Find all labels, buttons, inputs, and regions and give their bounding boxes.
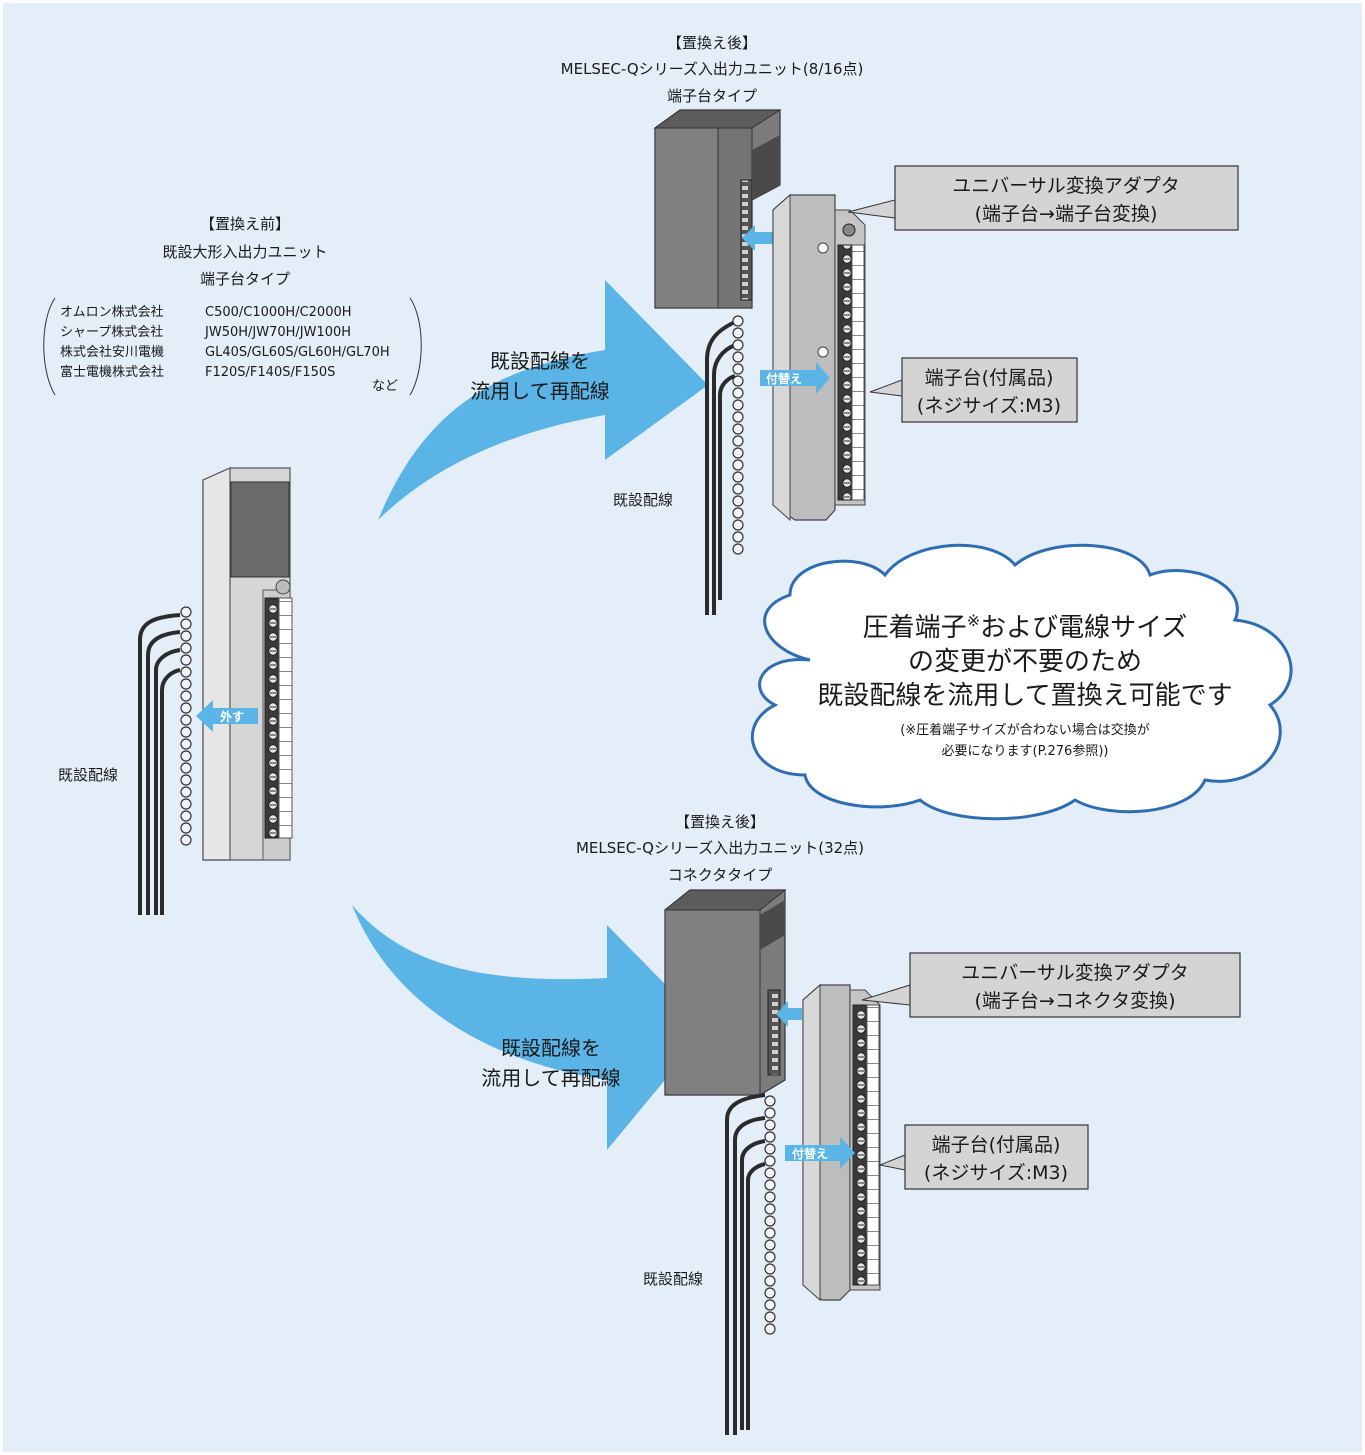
cloud-line2: の変更が不要のため bbox=[908, 647, 1142, 677]
top-universal-adapter bbox=[772, 193, 866, 522]
bottom-existing-wires bbox=[725, 1093, 766, 1435]
top-wiring-label: 既設配線 bbox=[613, 491, 673, 509]
top-after-unit-title: MELSEC-Qシリーズ入出力ユニット(8/16点) bbox=[561, 60, 864, 78]
manufacturer-name-1: オムロン株式会社 bbox=[60, 304, 164, 320]
top-adapter-line1: ユニバーサル変換アダプタ bbox=[952, 175, 1180, 197]
right-paren bbox=[409, 297, 422, 396]
left-existing-wires bbox=[138, 613, 181, 915]
top-reattach-label: 付替え bbox=[766, 371, 802, 386]
top-adapter-callout: ユニバーサル変換アダプタ (端子台→端子台変換) bbox=[847, 165, 1239, 231]
bottom-universal-adapter bbox=[802, 983, 881, 1302]
top-curved-arrow bbox=[378, 280, 708, 520]
top-insert-arrow bbox=[742, 225, 773, 251]
bottom-crimp-terminals bbox=[764, 1095, 776, 1335]
top-existing-wires bbox=[705, 320, 736, 615]
manufacturer-models-2: JW50H/JW70H/JW100H bbox=[204, 325, 351, 340]
bottom-arrow-line2: 流用して再配線 bbox=[481, 1066, 620, 1090]
bottom-terminal-line2: (ネジサイズ:M3) bbox=[924, 1162, 1068, 1184]
bottom-after-bracket-label: 【置換え後】 bbox=[675, 813, 765, 831]
top-terminal-callout: 端子台(付属品) (ネジサイズ:M3) bbox=[869, 357, 1078, 423]
remove-label: 外す bbox=[220, 709, 244, 724]
manufacturer-models-1: C500/C1000H/C2000H bbox=[205, 305, 352, 320]
top-terminal-line1: 端子台(付属品) bbox=[925, 367, 1054, 389]
before-unit-title: 既設大形入出力ユニット bbox=[162, 243, 327, 261]
top-arrow-line2: 流用して再配線 bbox=[470, 379, 609, 403]
before-bracket-label: 【置換え前】 bbox=[200, 215, 290, 233]
bottom-adapter-line2: (端子台→コネクタ変換) bbox=[975, 990, 1176, 1012]
bottom-terminal-callout: 端子台(付属品) (ネジサイズ:M3) bbox=[878, 1124, 1089, 1190]
cloud-note1: (※圧着端子サイズが合わない場合は交換が bbox=[900, 722, 1150, 738]
bottom-q-series-io-unit bbox=[663, 889, 787, 1096]
bottom-wiring-label: 既設配線 bbox=[643, 1270, 703, 1288]
top-crimp-terminals bbox=[732, 315, 744, 555]
top-after-bracket-label: 【置換え後】 bbox=[667, 34, 757, 52]
bottom-adapter-line1: ユニバーサル変換アダプタ bbox=[961, 962, 1189, 984]
cloud-note2: 必要になります(P.276参照)) bbox=[942, 743, 1109, 759]
manufacturer-name-3: 株式会社安川電機 bbox=[60, 344, 164, 360]
existing-large-io-unit bbox=[202, 467, 293, 861]
manufacturer-models-4: F120S/F140S/F150S bbox=[205, 365, 335, 380]
bottom-after-unit-type: コネクタタイプ bbox=[668, 866, 772, 884]
manufacturer-models-3: GL40S/GL60S/GL60H/GL70H bbox=[205, 345, 390, 360]
info-cloud bbox=[750, 543, 1293, 821]
top-after-unit-type: 端子台タイプ bbox=[667, 87, 757, 105]
top-arrow-line1: 既設配線を bbox=[490, 349, 590, 373]
manufacturer-list: オムロン株式会社 C500/C1000H/C2000H シャープ株式会社 JW5… bbox=[60, 304, 398, 394]
remove-arrow bbox=[196, 700, 258, 732]
bottom-curved-arrow bbox=[352, 905, 708, 1150]
left-crimp-terminals bbox=[180, 606, 192, 846]
bottom-reattach-label: 付替え bbox=[792, 1146, 828, 1161]
manufacturer-name-2: シャープ株式会社 bbox=[60, 324, 163, 340]
top-q-series-io-unit bbox=[653, 109, 782, 309]
bottom-terminal-line1: 端子台(付属品) bbox=[932, 1134, 1061, 1156]
cloud-line3: 既設配線を流用して置換え可能です bbox=[817, 681, 1232, 711]
cloud-line1: 圧着端子※および電線サイズ bbox=[863, 611, 1188, 643]
manufacturer-etc: など bbox=[372, 379, 398, 394]
bottom-reattach-arrow bbox=[785, 1137, 855, 1169]
before-unit-type: 端子台タイプ bbox=[200, 270, 290, 288]
left-paren bbox=[43, 297, 56, 396]
top-reattach-arrow bbox=[760, 362, 830, 394]
bottom-arrow-line1: 既設配線を bbox=[501, 1036, 601, 1060]
bottom-insert-arrow bbox=[776, 1001, 802, 1027]
manufacturer-name-4: 富士電機株式会社 bbox=[60, 364, 164, 380]
bottom-after-unit-title: MELSEC-Qシリーズ入出力ユニット(32点) bbox=[576, 839, 864, 857]
before-wiring-label: 既設配線 bbox=[58, 766, 118, 784]
bottom-adapter-callout: ユニバーサル変換アダプタ (端子台→コネクタ変換) bbox=[861, 952, 1241, 1018]
top-terminal-line2: (ネジサイズ:M3) bbox=[917, 395, 1061, 417]
top-adapter-line2: (端子台→端子台変換) bbox=[975, 203, 1158, 225]
